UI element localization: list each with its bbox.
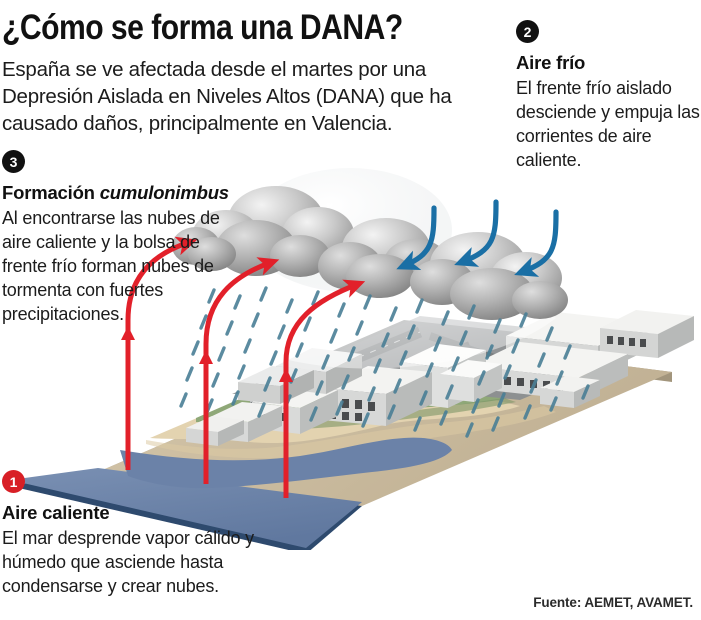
cloud-right (410, 232, 568, 320)
callout-1: 1 Aire caliente El mar desprende vapor c… (2, 470, 302, 598)
building-block (540, 376, 600, 408)
callout-3-title-plain: Formación (2, 182, 100, 203)
cold-air-descending-arrow (396, 205, 437, 271)
callout-3-title-italic: cumulonimbus (99, 182, 229, 203)
building-block (208, 402, 282, 442)
callout-3-badge: 3 (2, 150, 25, 173)
callout-2-body: El frente frío aislado desciende y empuj… (516, 78, 700, 170)
building-block (322, 366, 432, 426)
callout-2: 2 Aire frío El frente frío aislado desci… (516, 20, 701, 172)
building-block (506, 312, 648, 374)
callout-1-title: Aire caliente (2, 502, 110, 523)
building-block (238, 366, 314, 404)
building-block (600, 310, 694, 358)
callout-1-body: El mar desprende vapor cálido y húmedo q… (2, 528, 254, 596)
rain-veil (210, 269, 556, 369)
building-block (186, 416, 244, 446)
city-buildings (186, 310, 694, 446)
building-block (440, 360, 502, 402)
cold-air-descending-arrow (514, 209, 559, 277)
building-block (400, 344, 486, 408)
callout-2-badge: 2 (516, 20, 539, 43)
source-credit: Fuente: AEMET, AVAMET. (533, 595, 693, 610)
callout-3-body: Al encontrarse las nubes de aire calient… (2, 208, 220, 324)
callout-2-title: Aire frío (516, 52, 586, 73)
green-strip (196, 364, 530, 430)
intro-paragraph: España se ve afectada desde el martes po… (2, 58, 452, 135)
cold-air-descending-arrow (454, 199, 499, 267)
callout-1-badge: 1 (2, 470, 25, 493)
cold-air-arrows (396, 199, 559, 277)
callout-3-title: Formación cumulonimbus (2, 181, 234, 204)
page-title: ¿Cómo se forma una DANA? (2, 8, 403, 47)
callout-3: 3 Formación cumulonimbus Al encontrarse … (2, 150, 234, 326)
cloud-middle (318, 218, 448, 298)
urban-ground (232, 316, 648, 400)
building-block (276, 348, 362, 394)
beach-band (146, 374, 556, 459)
cold-air-dome (248, 168, 452, 292)
building-block (252, 384, 338, 434)
road-network (247, 326, 561, 421)
building-block (470, 342, 628, 400)
rain-drops (179, 286, 590, 438)
